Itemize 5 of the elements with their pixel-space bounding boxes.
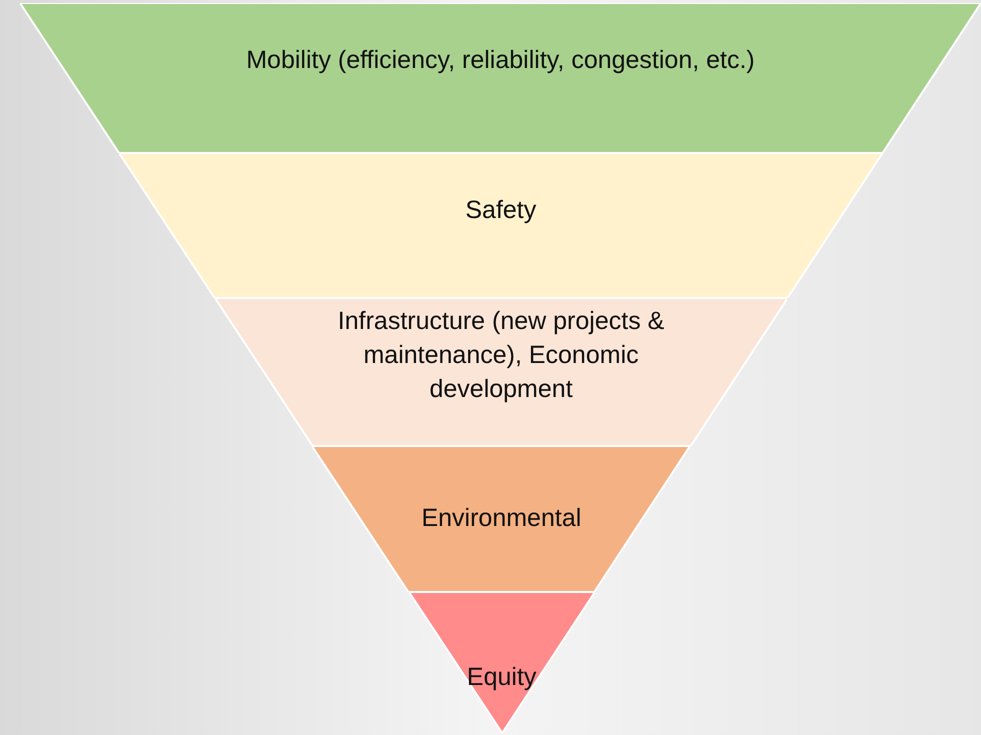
band-label: Mobility (efficiency, reliability, congestion, etc.): [245, 45, 756, 76]
band-label: Environmental: [420, 503, 582, 534]
band-label: Equity: [466, 662, 538, 693]
band-label: Infrastructure (new projects & maintenance), Economic development: [336, 306, 666, 405]
band-label: Safety: [464, 195, 538, 226]
